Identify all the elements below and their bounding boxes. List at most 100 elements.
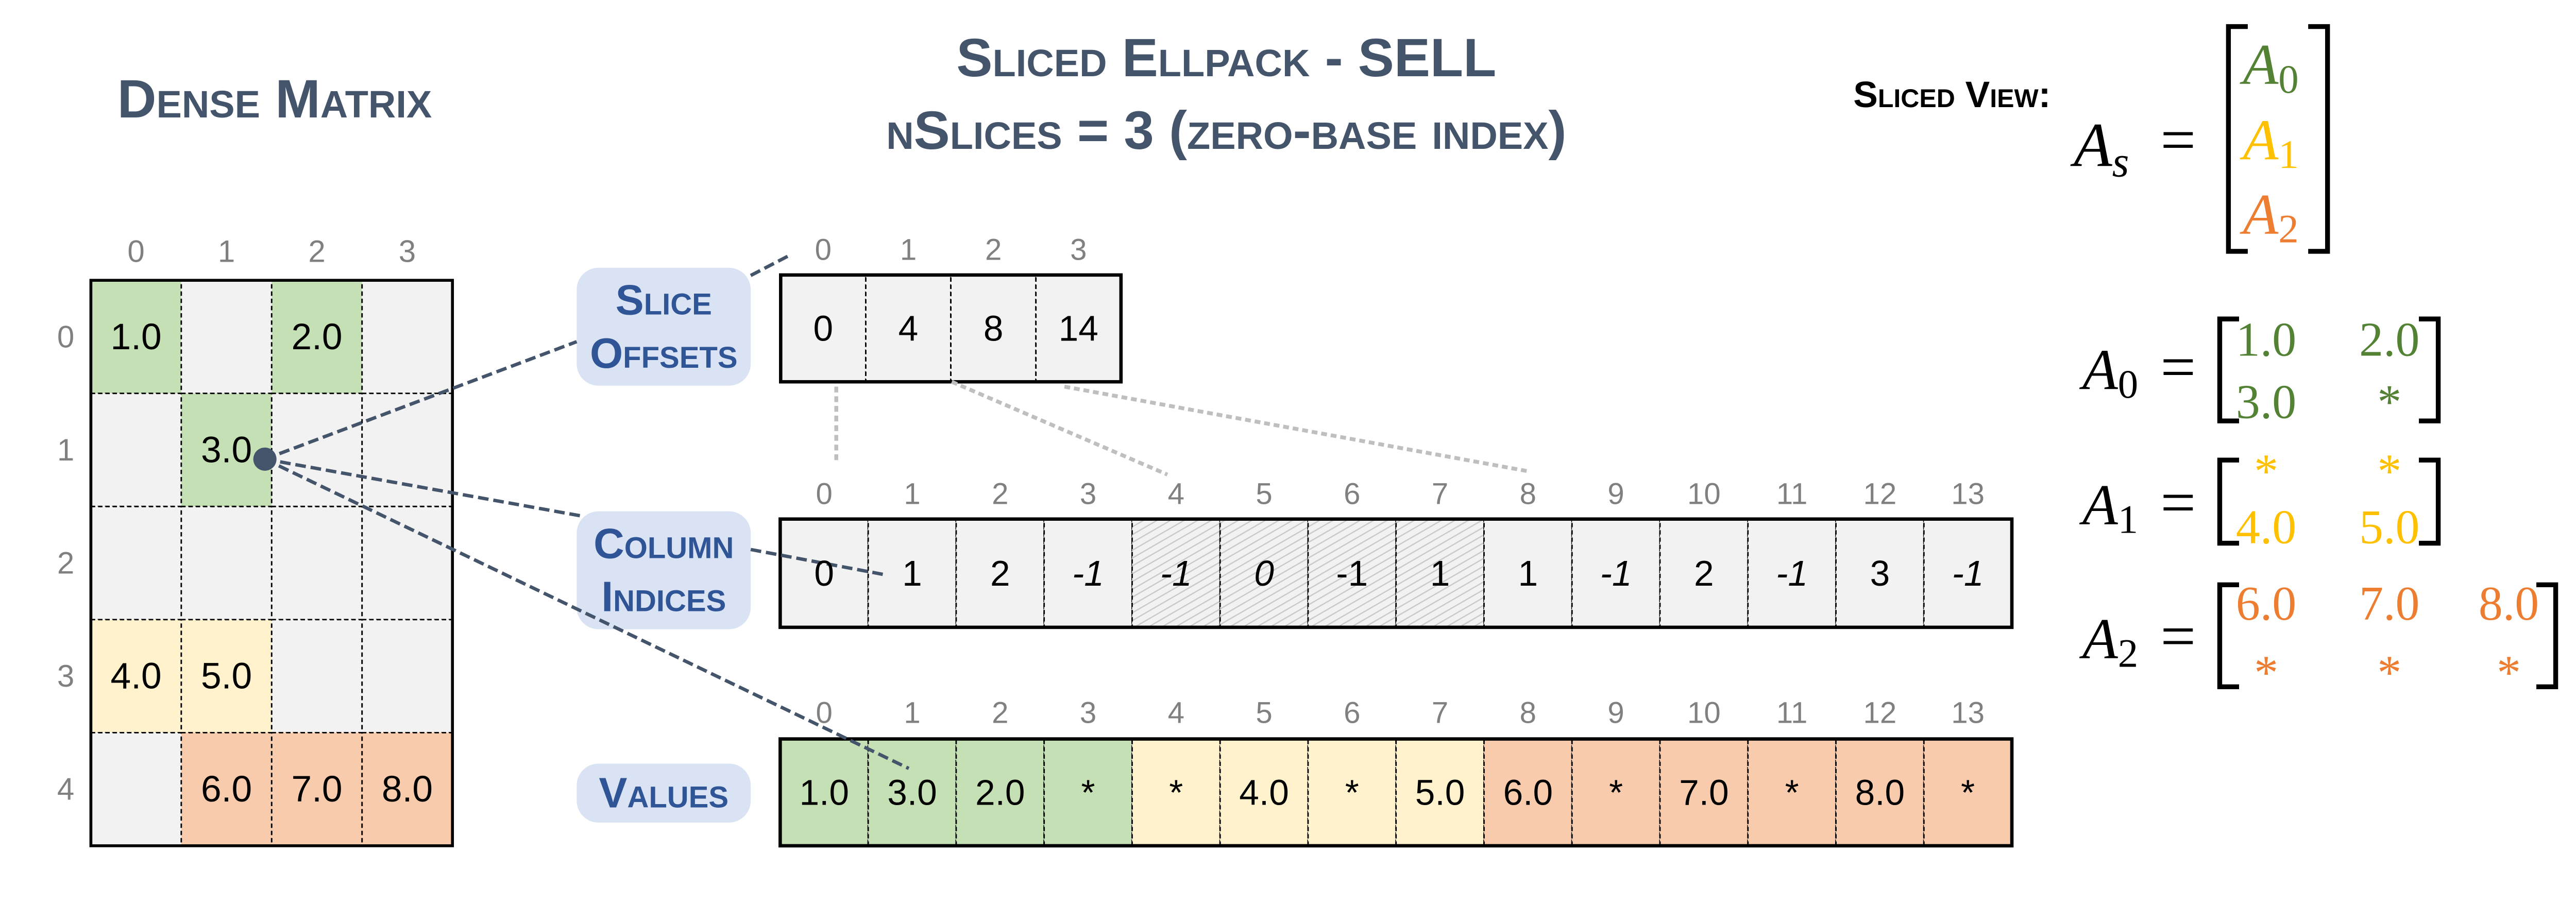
- sliced-view-label: Sliced View:: [1853, 74, 2050, 115]
- slice-offsets-label-text: Slice: [616, 277, 712, 324]
- slice-offsets-index: 2: [985, 233, 1002, 267]
- math-symbol-sub: 0: [2118, 362, 2138, 406]
- column-indices-value: -1: [1072, 553, 1104, 593]
- values-value: 7.0: [1679, 772, 1729, 812]
- math-symbol-sub: 2: [2118, 631, 2138, 676]
- values-cell: [1043, 738, 1133, 847]
- dense-cell-value: 5.0: [201, 656, 252, 697]
- dense-cell: [90, 393, 182, 507]
- dense-row-label: 4: [57, 772, 74, 807]
- slice-offsets-value: 0: [814, 309, 834, 349]
- dense-col-label: 1: [218, 234, 235, 268]
- slice-offsets-cell: [1035, 274, 1122, 383]
- guide-offset-8: [1064, 384, 1529, 473]
- values-cell: [1395, 738, 1485, 847]
- dense-cell: [270, 505, 363, 621]
- as-symbol: As: [2070, 110, 2129, 186]
- dense-cell: [270, 619, 363, 734]
- column-indices-cell: [1131, 518, 1221, 628]
- dense-cell: [180, 393, 273, 507]
- dense-cell: [180, 279, 273, 395]
- values-index: 4: [1168, 696, 1184, 729]
- anchor-dot: [253, 447, 277, 471]
- column-indices-label-text: Column: [594, 520, 734, 568]
- math-symbol-name: A: [2240, 33, 2279, 97]
- column-indices-value: -1: [1160, 553, 1192, 593]
- column-indices-value: -1: [1336, 553, 1368, 593]
- values-value: *: [1961, 772, 1975, 812]
- as-symbol-sub: s: [2112, 138, 2129, 186]
- dense-cell-value: 7.0: [291, 769, 342, 810]
- column-indices-index: 11: [1776, 477, 1807, 510]
- dense-cell: [270, 279, 363, 395]
- slice-offsets-value: 4: [899, 309, 919, 349]
- block-entry: *: [2377, 646, 2401, 700]
- slice-offsets-cell: [950, 274, 1037, 383]
- column-indices-label-box: [577, 511, 751, 629]
- values-cell: [1747, 738, 1837, 847]
- values-value: 6.0: [1503, 772, 1553, 812]
- slice-offsets-border: [779, 273, 1123, 384]
- column-indices-value: 0: [814, 553, 834, 593]
- block-entry: *: [2377, 376, 2401, 429]
- values-cell: [1307, 738, 1397, 847]
- connector-slice-offsets-index: [750, 254, 789, 277]
- dense-cell-value: 8.0: [382, 769, 433, 810]
- connector-column-indices-cell: [750, 548, 888, 577]
- connector-values: [264, 457, 910, 770]
- math-symbol-name: A: [2240, 183, 2279, 247]
- dense-col-label: 0: [127, 234, 144, 268]
- block-entry: *: [2254, 445, 2278, 498]
- dense-col-label: 3: [399, 234, 416, 268]
- column-indices-index: 6: [1344, 477, 1360, 510]
- values-value: 4.0: [1239, 772, 1289, 812]
- math-symbol-sub: 0: [2278, 57, 2298, 101]
- equals-sign: =: [2160, 468, 2196, 537]
- dense-col-label: 2: [308, 234, 325, 268]
- slice-offsets-value: 8: [984, 309, 1004, 349]
- column-indices-value: 1: [1430, 553, 1450, 593]
- slice-offsets-label-box: [577, 267, 751, 386]
- column-indices-value: 2: [990, 553, 1010, 593]
- column-indices-value: 1: [902, 553, 922, 593]
- values-value: 2.0: [975, 772, 1025, 812]
- values-value: 3.0: [887, 772, 937, 812]
- values-cell: [955, 738, 1045, 847]
- slice-offsets-index: 0: [815, 233, 832, 267]
- column-indices-cell: [1571, 518, 1661, 628]
- math-symbol-sub: 1: [2278, 132, 2298, 177]
- dense-cell: [90, 279, 182, 395]
- values-border: [778, 737, 2014, 848]
- block-right-bracket: [2419, 316, 2441, 423]
- dense-cell-value: 1.0: [111, 316, 162, 357]
- column-indices-index: 0: [816, 477, 833, 510]
- column-indices-index: 5: [1256, 477, 1272, 510]
- equals-sign: =: [2160, 602, 2196, 671]
- block-entry: 2.0: [2359, 313, 2419, 367]
- math-symbol: A1: [2079, 473, 2138, 542]
- math-symbol-name: A: [2079, 607, 2119, 671]
- column-indices-index: 2: [992, 477, 1008, 510]
- math-symbol: A2: [2240, 183, 2299, 252]
- block-entry: 1.0: [2236, 313, 2296, 367]
- values-value: 1.0: [799, 772, 849, 812]
- values-label-text: Values: [599, 770, 728, 817]
- values-index: 2: [992, 696, 1008, 729]
- equals-sign: =: [2160, 106, 2196, 175]
- math-symbol: A0: [2079, 338, 2138, 407]
- values-index: 12: [1863, 696, 1897, 729]
- column-indices-value: -1: [1600, 553, 1632, 593]
- dense-row-label: 0: [57, 319, 74, 354]
- block-right-bracket: [2419, 457, 2441, 546]
- math-symbol-sub: 2: [2278, 207, 2298, 251]
- values-index: 8: [1520, 696, 1536, 729]
- dense-cell-value: 4.0: [111, 656, 162, 697]
- dense-cell: [361, 619, 453, 734]
- math-symbol-name: A: [2079, 338, 2119, 402]
- dense-cell: [361, 731, 453, 847]
- guide-offset-4: [951, 380, 1168, 476]
- values-index: 0: [816, 696, 833, 729]
- block-entry: 4.0: [2236, 501, 2296, 554]
- connector-column-indices: [264, 457, 583, 518]
